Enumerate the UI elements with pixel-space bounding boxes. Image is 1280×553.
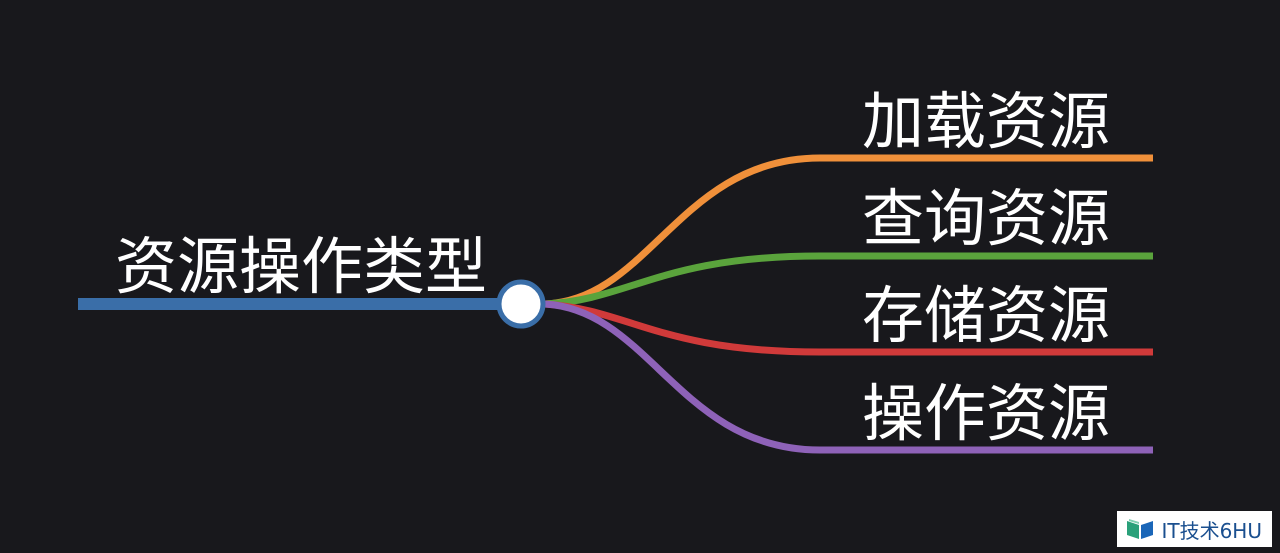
branch-connector-operate (544, 300, 1153, 454)
root-node-circle[interactable] (496, 279, 546, 329)
branch-connector-load (544, 154, 1153, 308)
branch-label-load: 加载资源 (862, 85, 1110, 158)
book-icon (1127, 519, 1154, 539)
watermark-text: IT技术6HU (1161, 518, 1262, 543)
watermark-badge: IT技术6HU (1117, 511, 1272, 547)
branch-label-store: 存储资源 (862, 279, 1110, 352)
branch-label-query: 查询资源 (862, 182, 1110, 255)
branch-connector-query (544, 252, 1153, 308)
branch-label-operate: 操作资源 (862, 377, 1110, 450)
root-node-label: 资源操作类型 (115, 230, 487, 303)
